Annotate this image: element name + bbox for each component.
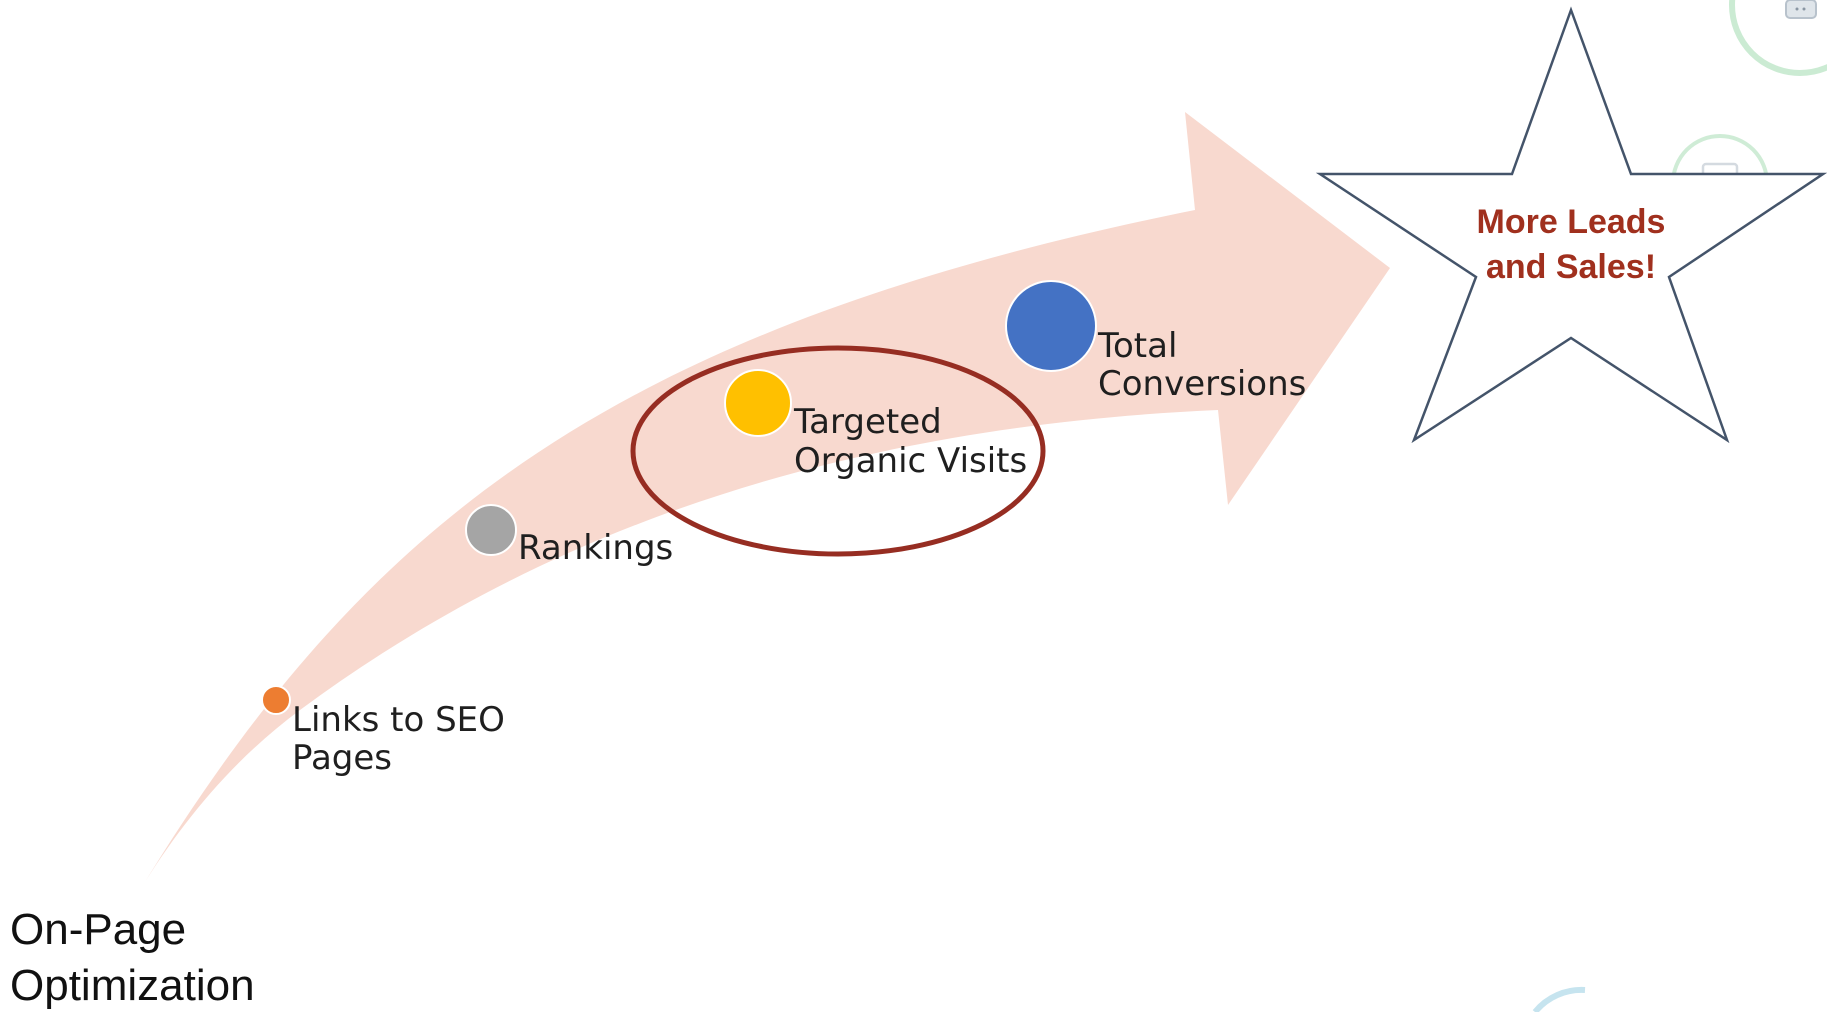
goal-label-line2: and Sales! [1486,248,1656,286]
goal-star-icon [1315,6,1827,444]
milestone-visits: Targeted Organic Visits [724,369,1027,481]
milestone-conversions: Total Conversions [1005,280,1306,404]
milestone-visits-dot [724,369,792,437]
start-label-line2: Optimization [10,961,255,1010]
deco-arc-bottom [1532,986,1586,1012]
milestone-visits-label-line1: Targeted [793,402,942,442]
milestone-links-label-line2: Pages [292,738,392,778]
highlight-ring [630,345,1046,557]
server-icon [1785,0,1817,19]
milestone-links-label-line1: Links to SEO [292,700,505,740]
milestone-conversions-dot [1005,280,1097,372]
goal-star-group: More Leads and Sales! [1315,6,1827,444]
milestone-rankings-label: Rankings [518,528,673,568]
start-label-line1: On-Page [10,905,186,954]
milestone-rankings: Rankings [465,504,673,568]
milestone-links: Links to SEO Pages [261,685,505,778]
milestone-links-dot [261,685,291,715]
deco-ring-top [1729,0,1827,76]
start-label: On-Page Optimization [10,905,255,1010]
milestone-conversions-label-line1: Total [1097,326,1177,366]
milestone-visits-label-line2: Organic Visits [794,441,1027,481]
milestone-rankings-dot [465,504,517,556]
goal-label-line1: More Leads [1477,203,1666,241]
milestone-conversions-label-line2: Conversions [1098,364,1306,404]
